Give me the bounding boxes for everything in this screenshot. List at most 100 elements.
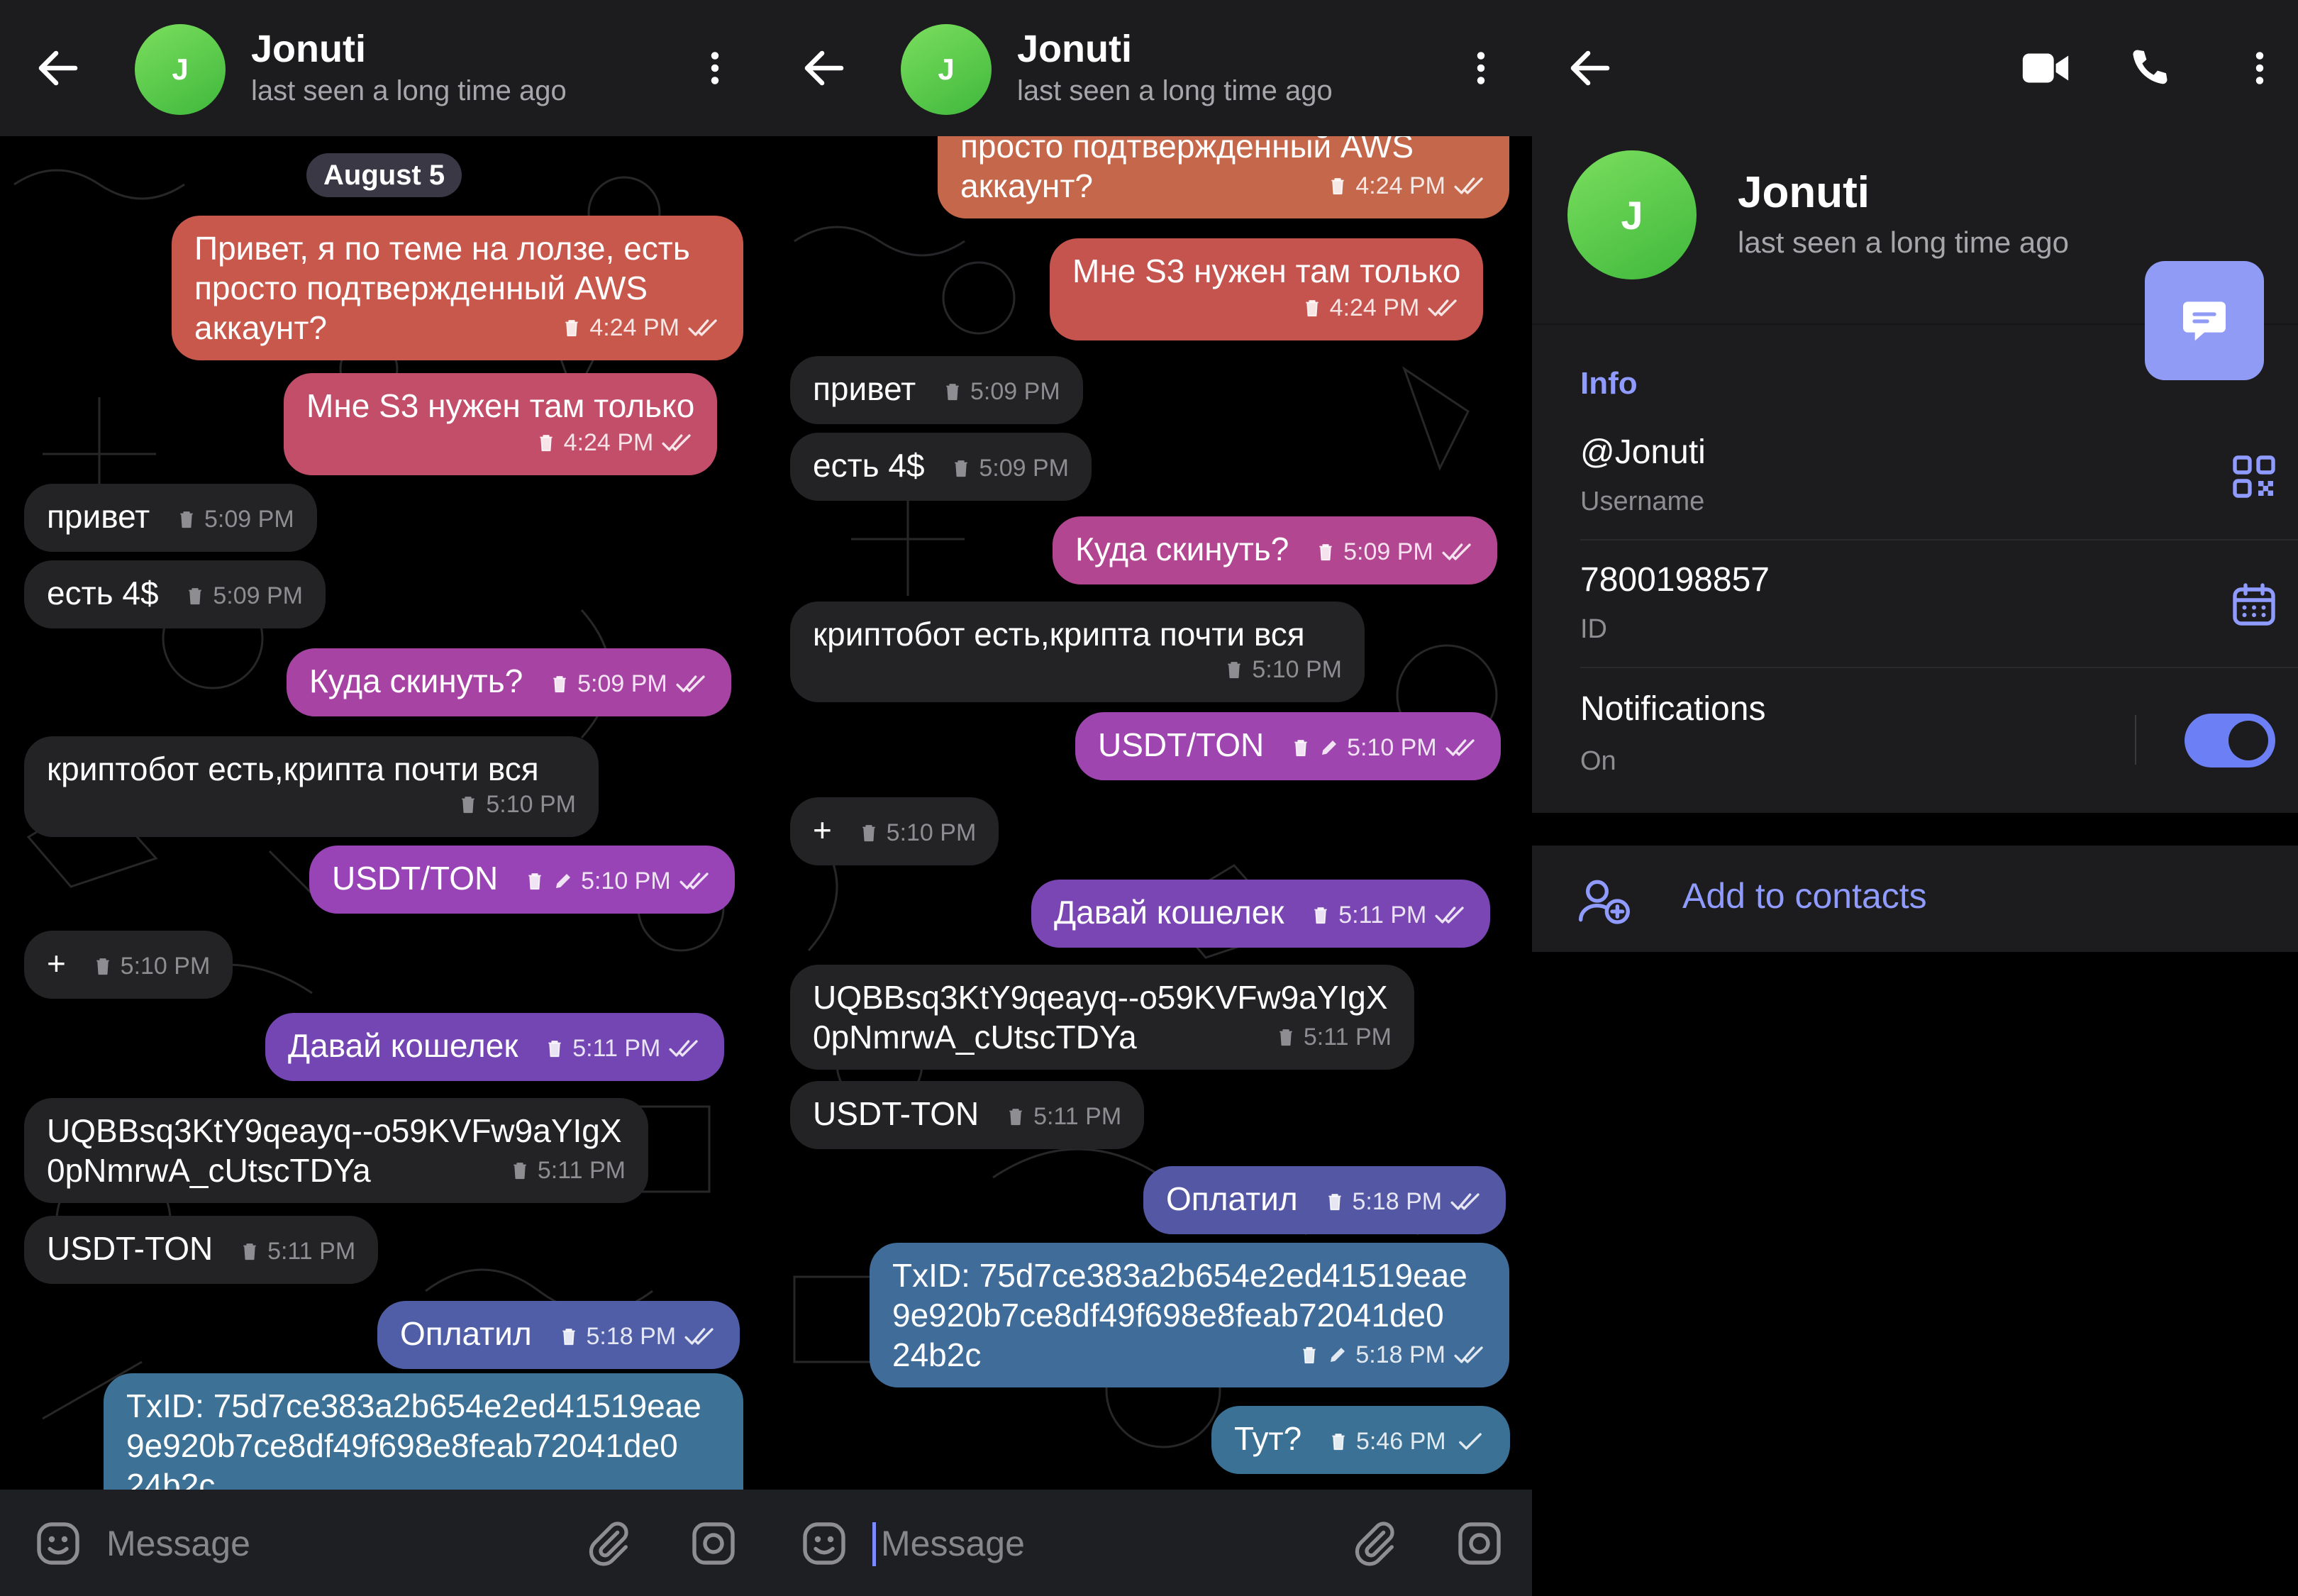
message-bubble[interactable]: криптобот есть,крипта почти вся 5:10 PM: [24, 736, 599, 837]
id-value[interactable]: 7800198857: [1580, 561, 1770, 599]
message-bubble[interactable]: Привет, я по теме на лолзе, есть просто …: [938, 136, 1509, 218]
more-vert-icon[interactable]: [1460, 47, 1502, 89]
message-bubble[interactable]: + 5:10 PM: [24, 931, 233, 999]
message-bubble[interactable]: Привет, я по теме на лолзе, есть просто …: [172, 216, 743, 360]
chat-bubble-icon: [2183, 301, 2226, 341]
message-bubble[interactable]: USDT-TON 5:11 PM: [790, 1081, 1145, 1149]
trash-icon[interactable]: [1324, 1190, 1345, 1214]
camera-icon[interactable]: [1454, 1518, 1505, 1569]
trash-icon[interactable]: [942, 379, 963, 404]
message-bubble[interactable]: UQBBsq3KtY9qeayq--o59KVFw9aYIgX 0pNmrwA_…: [790, 965, 1414, 1070]
message-meta: 5:18 PM: [1299, 1335, 1487, 1375]
message-bubble[interactable]: USDT/TON 5:10 PM: [1075, 712, 1501, 780]
message-bubble[interactable]: есть 4$ 5:09 PM: [24, 560, 326, 628]
trash-icon[interactable]: [1223, 658, 1245, 682]
profile-avatar[interactable]: J: [1567, 150, 1697, 279]
trash-icon[interactable]: [1327, 174, 1348, 198]
message-bubble[interactable]: USDT/TON 5:10 PM: [309, 846, 735, 914]
message-meta: 4:24 PM: [1301, 288, 1461, 328]
username-row[interactable]: @Jonuti Username: [1580, 413, 2298, 541]
trash-icon[interactable]: [457, 792, 479, 816]
back-arrow-icon[interactable]: [33, 43, 84, 94]
chat-title[interactable]: Jonuti: [1017, 28, 1132, 70]
id-row[interactable]: 7800198857 ID: [1580, 541, 2298, 668]
message-bubble[interactable]: Куда скинуть? 5:09 PM: [287, 648, 731, 716]
message-bubble[interactable]: Оплатил 5:18 PM: [377, 1301, 740, 1369]
avatar[interactable]: J: [135, 24, 226, 115]
message-bubble[interactable]: + 5:10 PM: [790, 797, 999, 865]
trash-icon[interactable]: [184, 584, 206, 608]
emoji-icon[interactable]: [799, 1518, 850, 1569]
trash-icon[interactable]: [1299, 1343, 1320, 1367]
message-input[interactable]: Message: [881, 1524, 1025, 1563]
trash-icon[interactable]: [535, 431, 557, 455]
message-bubble[interactable]: привет 5:09 PM: [790, 356, 1083, 424]
composer: Message: [766, 1490, 1532, 1596]
message-bubble[interactable]: привет 5:09 PM: [24, 484, 317, 552]
phone-icon[interactable]: [2124, 43, 2175, 94]
double-check-icon: [667, 1036, 701, 1060]
trash-icon[interactable]: [92, 954, 113, 978]
message-text: привет: [813, 370, 916, 407]
info-section: Info @Jonuti Username 7800198857 ID Noti…: [1532, 323, 2298, 813]
username-value[interactable]: @Jonuti: [1580, 433, 1706, 471]
notifications-toggle[interactable]: [2185, 714, 2275, 767]
message-bubble[interactable]: Давай кошелек 5:11 PM: [1031, 880, 1491, 948]
trash-icon[interactable]: [1275, 1025, 1297, 1049]
trash-icon[interactable]: [176, 507, 197, 531]
more-vert-icon[interactable]: [2238, 47, 2281, 89]
chat-panel-middle: J Jonuti last seen a long time ago Приве…: [766, 0, 1532, 1596]
message-bubble[interactable]: UQBBsq3KtY9qeayq--o59KVFw9aYIgX 0pNmrwA_…: [24, 1098, 648, 1203]
trash-icon[interactable]: [549, 672, 570, 696]
more-vert-icon[interactable]: [694, 47, 736, 89]
trash-icon[interactable]: [561, 316, 582, 340]
message-bubble[interactable]: Тут? 5:46 PM: [1211, 1406, 1510, 1474]
message-fab-button[interactable]: [2145, 261, 2264, 380]
qr-code-icon[interactable]: [2228, 451, 2280, 502]
trash-icon[interactable]: [1005, 1104, 1026, 1129]
double-check-icon: [675, 672, 709, 696]
camera-icon[interactable]: [688, 1518, 739, 1569]
paperclip-icon[interactable]: [584, 1518, 634, 1568]
trash-icon[interactable]: [1315, 540, 1336, 564]
add-to-contacts-label: Add to contacts: [1682, 876, 1927, 916]
message-bubble[interactable]: Мне S3 нужен там только 4:24 PM: [1050, 238, 1484, 340]
back-arrow-icon[interactable]: [1565, 43, 1616, 94]
message-text: USDT-TON: [47, 1230, 213, 1267]
message-input[interactable]: Message: [106, 1524, 250, 1563]
message-bubble[interactable]: USDT-TON 5:11 PM: [24, 1216, 379, 1284]
chat-title[interactable]: Jonuti: [251, 28, 366, 70]
video-camera-icon[interactable]: [2019, 43, 2072, 94]
emoji-icon[interactable]: [33, 1518, 84, 1569]
message-text: аккаунт?: [960, 167, 1093, 204]
trash-icon[interactable]: [524, 869, 545, 893]
calendar-icon[interactable]: [2228, 579, 2280, 630]
trash-icon[interactable]: [1328, 1429, 1349, 1453]
message-bubble[interactable]: есть 4$ 5:09 PM: [790, 433, 1092, 501]
message-bubble[interactable]: Оплатил 5:18 PM: [1143, 1166, 1506, 1234]
message-bubble[interactable]: Давай кошелек 5:11 PM: [265, 1013, 725, 1081]
trash-icon[interactable]: [1290, 736, 1311, 760]
trash-icon[interactable]: [1310, 903, 1331, 927]
trash-icon[interactable]: [544, 1036, 565, 1060]
message-list[interactable]: Привет, я по теме на лолзе, есть просто …: [766, 136, 1532, 1490]
message-bubble[interactable]: криптобот есть,крипта почти вся 5:10 PM: [790, 602, 1365, 702]
message-list[interactable]: August 5 Привет, я по теме на лолзе, ест…: [0, 136, 766, 1490]
trash-icon[interactable]: [858, 821, 879, 845]
message-bubble[interactable]: TxID: 75d7ce383a2b654e2ed41519eae 9e920b…: [104, 1373, 743, 1490]
back-arrow-icon[interactable]: [799, 43, 850, 94]
paperclip-icon[interactable]: [1350, 1518, 1400, 1568]
notifications-row[interactable]: Notifications On: [1580, 668, 2298, 796]
trash-icon[interactable]: [558, 1324, 579, 1348]
trash-icon[interactable]: [950, 456, 972, 480]
avatar[interactable]: J: [901, 24, 992, 115]
trash-icon[interactable]: [239, 1239, 260, 1263]
message-bubble[interactable]: Мне S3 нужен там только 4:24 PM: [284, 373, 718, 475]
add-contact-row[interactable]: Add to contacts: [1532, 846, 2298, 952]
message-text: USDT/TON: [332, 860, 499, 897]
message-bubble[interactable]: Куда скинуть? 5:09 PM: [1053, 516, 1497, 584]
trash-icon[interactable]: [1301, 296, 1323, 320]
message-time: 5:10 PM: [1347, 733, 1437, 761]
trash-icon[interactable]: [509, 1158, 531, 1182]
message-bubble[interactable]: TxID: 75d7ce383a2b654e2ed41519eae 9e920b…: [870, 1243, 1509, 1387]
